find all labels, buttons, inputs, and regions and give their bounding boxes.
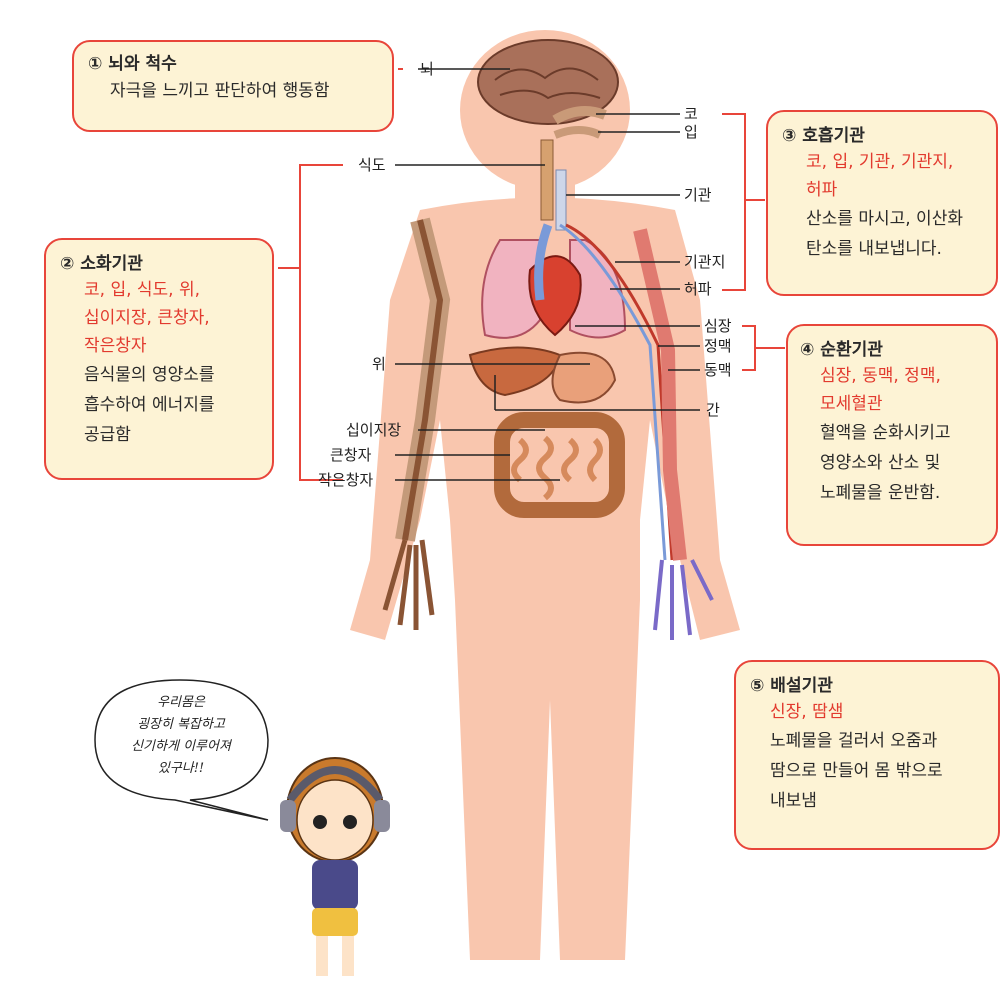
digestive-organs-line-1: 코, 입, 식도, 위, [84, 276, 258, 304]
label-small-intestine: 작은창자 [318, 471, 373, 489]
label-lungs: 허파 [684, 280, 712, 298]
label-esophagus: 식도 [358, 156, 386, 174]
bubble-line-4: 있구나!! [96, 758, 266, 780]
label-vein: 정맥 [704, 337, 732, 355]
brain-info-box: ① 뇌와 척수 자극을 느끼고 판단하여 행동함 [72, 40, 394, 132]
circulatory-organs-line-2: 모세혈관 [820, 390, 984, 418]
label-artery: 동맥 [704, 361, 732, 379]
bubble-line-1: 우리몸은 [96, 692, 266, 714]
cartoon-kid [280, 758, 390, 976]
respiratory-desc-line-2: 탄소를 내보냅니다. [806, 234, 982, 264]
digestive-box-title: ② 소화기관 [60, 252, 258, 276]
label-heart: 심장 [704, 317, 732, 335]
digestive-organs-line-2: 십이지장, 큰창자, [84, 304, 258, 332]
circulatory-box-title: ④ 순환기관 [800, 338, 984, 362]
circulatory-desc-line-1: 혈액을 순화시키고 [820, 418, 984, 448]
respiratory-organs-line-1: 코, 입, 기관, 기관지, [806, 148, 982, 176]
respiratory-organs-line-2: 허파 [806, 176, 982, 204]
circulatory-desc-line-2: 영양소와 산소 및 [820, 448, 984, 478]
respiratory-desc-line-1: 산소를 마시고, 이산화 [806, 204, 982, 234]
digestive-desc-line-3: 공급함 [84, 420, 258, 450]
digestive-info-box: ② 소화기관 코, 입, 식도, 위, 십이지장, 큰창자, 작은창자 음식물의… [44, 238, 274, 480]
label-bronchi: 기관지 [684, 253, 725, 271]
bubble-line-2: 굉장히 복잡하고 [96, 714, 266, 736]
label-trachea: 기관 [684, 186, 712, 204]
brain-box-desc: 자극을 느끼고 판단하여 행동함 [88, 76, 378, 106]
excretory-organs-line-1: 신장, 땀샘 [770, 698, 984, 726]
label-stomach: 위 [372, 355, 386, 373]
speech-bubble-text: 우리몸은 굉장히 복잡하고 신기하게 이루어져 있구나!! [96, 692, 266, 780]
digestive-desc-line-2: 흡수하여 에너지를 [84, 390, 258, 420]
label-nose: 코 [684, 105, 698, 123]
excretory-desc-line-1: 노폐물을 걸러서 오줌과 [770, 726, 984, 756]
bubble-line-3: 신기하게 이루어져 [96, 736, 266, 758]
label-duodenum: 십이지장 [346, 421, 401, 439]
digestive-organs-line-3: 작은창자 [84, 332, 258, 360]
circulatory-organs-line-1: 심장, 동맥, 정맥, [820, 362, 984, 390]
circulatory-info-box: ④ 순환기관 심장, 동맥, 정맥, 모세혈관 혈액을 순화시키고 영양소와 산… [786, 324, 998, 546]
excretory-desc-line-3: 내보냄 [770, 786, 984, 816]
brain-box-title: ① 뇌와 척수 [88, 52, 378, 76]
respiratory-box-title: ③ 호흡기관 [782, 124, 982, 148]
circulatory-desc-line-3: 노폐물을 운반함. [820, 478, 984, 508]
excretory-box-title: ⑤ 배설기관 [750, 674, 984, 698]
excretory-info-box: ⑤ 배설기관 신장, 땀샘 노폐물을 걸러서 오줌과 땀으로 만들어 몸 밖으로… [734, 660, 1000, 850]
label-liver: 간 [706, 401, 720, 419]
digestive-desc-line-1: 음식물의 영양소를 [84, 360, 258, 390]
label-mouth: 입 [684, 123, 698, 141]
excretory-desc-line-2: 땀으로 만들어 몸 밖으로 [770, 756, 984, 786]
label-brain: 뇌 [420, 60, 434, 78]
respiratory-info-box: ③ 호흡기관 코, 입, 기관, 기관지, 허파 산소를 마시고, 이산화 탄소… [766, 110, 998, 296]
label-large-intestine: 큰창자 [330, 446, 371, 464]
